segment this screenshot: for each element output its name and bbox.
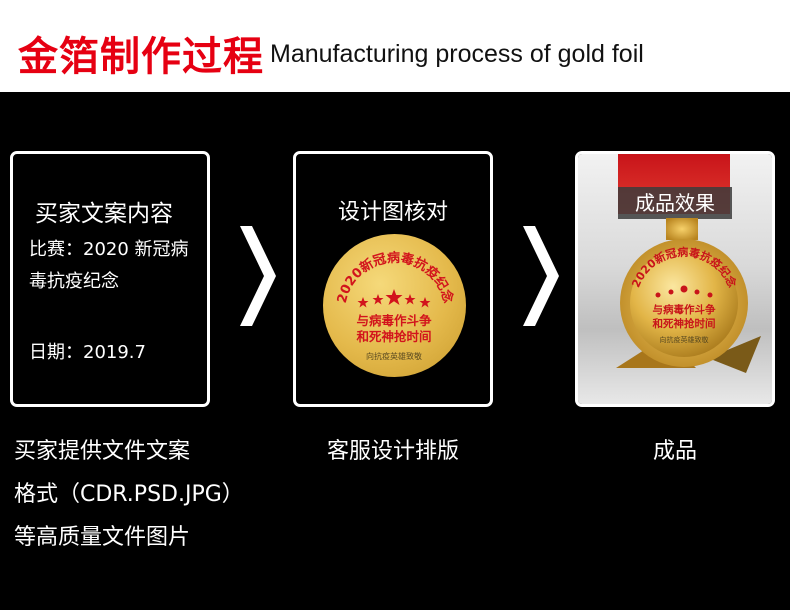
finished-medal-line-2: 和死神抢时间 bbox=[652, 317, 716, 330]
step-1-panel: 买家文案内容 比赛：2020 新冠病 毒抗疫纪念 日期：2019.7 bbox=[10, 151, 210, 407]
page-subtitle: Manufacturing process of gold foil bbox=[270, 40, 644, 68]
page-title: 金箔制作过程 bbox=[18, 34, 264, 80]
step-1-caption-3: 等高质量文件图片 bbox=[14, 525, 191, 550]
step-3-panel: 成品效果 2020新冠病毒抗疫纪念 bbox=[575, 151, 775, 407]
step-1-line-3: 日期：2019.7 bbox=[29, 342, 146, 363]
step-1-line-2: 毒抗疫纪念 bbox=[29, 271, 119, 292]
step-1-caption-1: 买家提供文件文案 bbox=[14, 439, 191, 464]
step-3-caption: 成品 bbox=[652, 439, 697, 464]
medal-line-1: 与病毒作斗争 bbox=[356, 313, 432, 328]
chevron-right-icon bbox=[240, 226, 276, 326]
step-2-caption: 客服设计排版 bbox=[326, 439, 459, 464]
finished-medal-image: 2020新冠病毒抗疫纪念 与病毒作斗争 和死神抢时间 向抗疫英雄致敬 bbox=[596, 218, 766, 378]
medal-line-3: 向抗疫英雄致敬 bbox=[366, 351, 422, 361]
step-2-title: 设计图核对 bbox=[337, 200, 448, 225]
chevron-right-icon bbox=[523, 226, 559, 326]
finished-medal-line-3: 向抗疫英雄致敬 bbox=[660, 335, 709, 344]
header-banner: 金箔制作过程 Manufacturing process of gold foi… bbox=[0, 0, 790, 92]
step-2-panel: 设计图核对 2020新冠病毒抗疫纪念 与病毒作斗争 和死神抢时间 向抗疫英雄致敬 bbox=[293, 151, 493, 407]
step-1-line-1: 比赛：2020 新冠病 bbox=[29, 239, 189, 260]
step-3-title: 成品效果 bbox=[618, 187, 732, 219]
medal-design-image: 2020新冠病毒抗疫纪念 与病毒作斗争 和死神抢时间 向抗疫英雄致敬 bbox=[323, 234, 466, 377]
medal-line-2: 和死神抢时间 bbox=[355, 329, 431, 344]
step-1-title: 买家文案内容 bbox=[35, 201, 173, 227]
finished-medal-line-1: 与病毒作斗争 bbox=[653, 303, 716, 316]
step-1-caption-2: 格式（CDR.PSD.JPG） bbox=[14, 482, 244, 507]
